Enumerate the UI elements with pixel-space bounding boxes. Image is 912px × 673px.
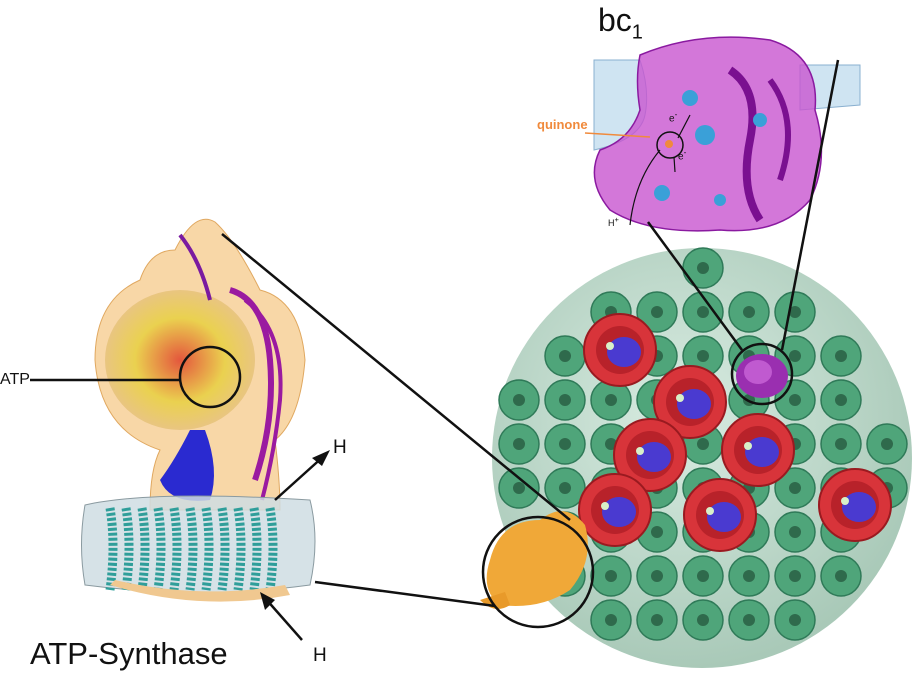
rc-ring: [613, 418, 687, 492]
lh-complex: [590, 555, 632, 597]
proton-bottom-label: H: [313, 645, 327, 666]
electron-label-1: e-: [669, 110, 677, 124]
atp-label: ATP: [0, 371, 30, 388]
lh-complex: [774, 467, 816, 509]
lh-complex: [682, 291, 724, 333]
chromatophore-sphere: [480, 247, 912, 668]
lh-complex: [544, 467, 586, 509]
bc1-title: bc1: [598, 4, 643, 42]
lh-complex: [820, 335, 862, 377]
rc-ring: [578, 473, 652, 547]
proton-top-label: H: [333, 437, 347, 458]
lh-complex: [498, 379, 540, 421]
proton-bc1-label: H+: [608, 216, 619, 228]
lh-complex: [636, 291, 678, 333]
reaction-center-rings: [578, 313, 892, 552]
lh-complex: [636, 555, 678, 597]
bc1-title-text: bc: [598, 2, 632, 38]
lh-complex: [820, 423, 862, 465]
lh-complex: [682, 555, 724, 597]
lh-complex: [682, 247, 724, 289]
lh-complex: [820, 379, 862, 421]
atp-synthase-title: ATP-Synthase: [30, 636, 228, 671]
lh-complex: [682, 599, 724, 641]
rc-ring: [583, 313, 657, 387]
lh-complex: [498, 467, 540, 509]
helix: [153, 507, 166, 591]
lh-complex: [728, 291, 770, 333]
lh-complex: [728, 555, 770, 597]
atp-synthase-structure: [81, 218, 316, 602]
c-ring-helices: [105, 507, 278, 591]
lh-complex: [866, 423, 908, 465]
helix: [169, 507, 182, 591]
lh-complex: [590, 379, 632, 421]
helix: [137, 507, 150, 591]
helix: [201, 507, 214, 591]
lh-complex: [498, 423, 540, 465]
lh-complex: [544, 423, 586, 465]
lh-complex: [728, 599, 770, 641]
helix: [233, 507, 246, 591]
helix: [185, 507, 198, 591]
connectors: [30, 59, 840, 641]
electron-2-sup: -: [683, 147, 687, 157]
rc-ring: [818, 468, 892, 542]
helix: [217, 507, 230, 591]
helix: [249, 507, 262, 591]
helix: [105, 507, 118, 591]
electron-1-sup: -: [674, 109, 678, 119]
proton-bc1-sup: +: [614, 215, 619, 224]
lh-complex: [590, 599, 632, 641]
bc1-subscript: 1: [631, 21, 643, 44]
rc-ring: [683, 478, 757, 552]
bc1-on-sphere: [736, 354, 788, 398]
bc1-structure: [584, 36, 861, 232]
lh-complex: [774, 291, 816, 333]
electron-label-2: e-: [678, 148, 686, 162]
electron-1-text: e: [669, 113, 675, 125]
quinone-label: quinone: [537, 117, 588, 132]
helix: [121, 507, 134, 591]
electron-2-text: e: [678, 151, 684, 163]
lh-complex: [636, 599, 678, 641]
lh-complex: [774, 511, 816, 553]
lh-complex: [774, 599, 816, 641]
rc-ring: [653, 365, 727, 439]
rc-ring: [721, 413, 795, 487]
lh-complex: [544, 379, 586, 421]
proton-bc1-text: H: [608, 218, 615, 228]
lh-complex: [820, 555, 862, 597]
lh-complex: [544, 335, 586, 377]
helix: [265, 507, 278, 591]
lh-complex: [774, 555, 816, 597]
